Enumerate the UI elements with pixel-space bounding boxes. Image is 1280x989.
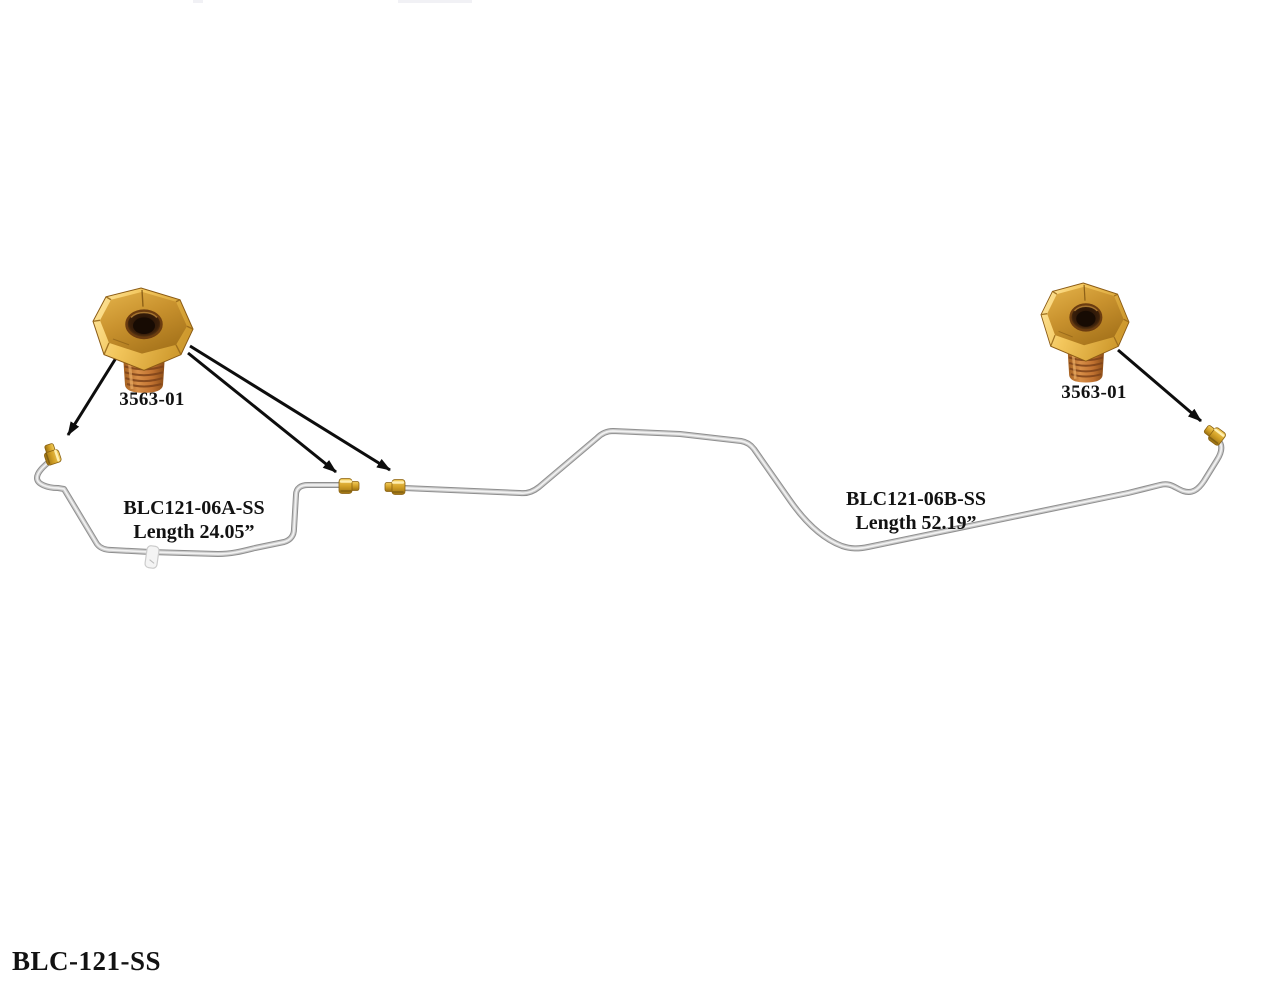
- brake-line-b-illustration: [383, 421, 1228, 552]
- arrow-right-fitting-to-line-b-right: [1117, 348, 1202, 423]
- hex-fitting-right-illustration: [1039, 281, 1131, 384]
- brake-line-a-illustration: [34, 441, 361, 569]
- line-a-part-number: BLC121-06A-SS: [123, 497, 265, 519]
- arrow-left-fitting-to-line-b-left: [189, 344, 391, 472]
- arrow-left-fitting-to-line-a-left: [66, 357, 118, 436]
- flare-nut-b-left: [383, 478, 407, 496]
- line-clip: [144, 545, 160, 569]
- line-a-length: Length 24.05”: [133, 521, 255, 543]
- line-b-length: Length 52.19”: [855, 512, 977, 534]
- crop-artifact: [398, 0, 472, 3]
- flare-nut-a-right: [337, 477, 361, 495]
- kit-part-number: BLC-121-SS: [12, 946, 162, 976]
- crop-artifact: [193, 0, 203, 3]
- annotation-arrows: [66, 344, 1202, 474]
- arrow-left-fitting-to-line-a-right: [187, 351, 337, 474]
- fitting-left-label: 3563-01: [119, 389, 185, 410]
- fitting-right-label: 3563-01: [1061, 382, 1127, 403]
- line-b-label: BLC121-06B-SS Length 52.19”: [846, 487, 986, 535]
- line-a-label: BLC121-06A-SS Length 24.05”: [123, 496, 264, 544]
- hex-fitting-left-illustration: [91, 286, 195, 395]
- line-b-part-number: BLC121-06B-SS: [845, 488, 987, 510]
